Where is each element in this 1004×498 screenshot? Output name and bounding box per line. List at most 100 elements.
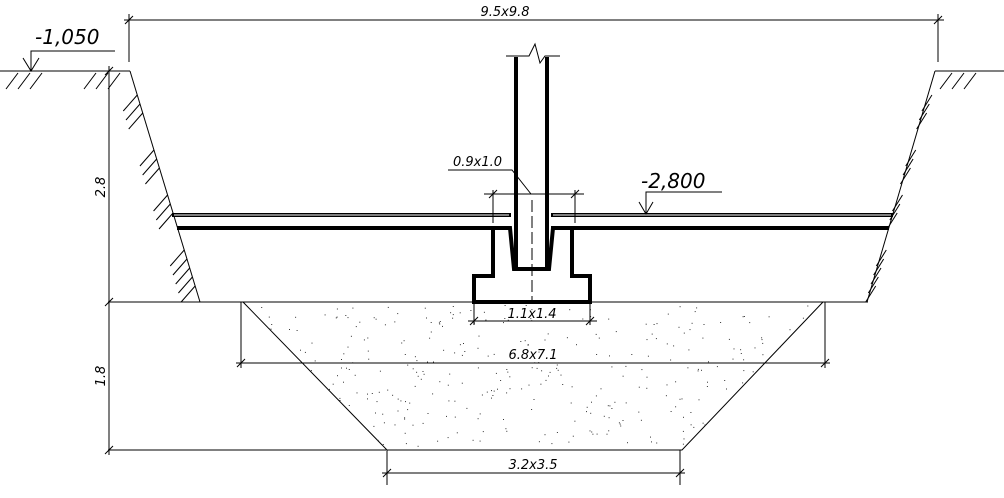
hatch-mark	[900, 167, 911, 185]
sand-dot	[572, 435, 574, 437]
sand-dot	[590, 412, 592, 414]
sand-dot	[596, 354, 598, 355]
sand-dot	[525, 305, 527, 306]
sand-dot	[401, 342, 403, 344]
sand-dot	[545, 379, 547, 381]
hatch-mark	[145, 167, 160, 185]
sand-dot	[538, 441, 540, 443]
cushion-bottom-dimension: 3.2x3.5	[382, 450, 685, 485]
sand-dot	[704, 424, 706, 426]
sand-dot	[404, 432, 406, 434]
sand-dot	[397, 313, 399, 315]
sand-dot	[483, 311, 485, 313]
sand-dot	[454, 400, 456, 402]
sand-dot	[611, 366, 613, 368]
sand-dot	[461, 382, 463, 384]
sand-dot	[405, 443, 407, 445]
sand-dot	[562, 384, 564, 385]
sand-dot	[591, 431, 593, 433]
sand-dot	[807, 305, 809, 307]
sand-dot	[295, 316, 297, 318]
sand-dot	[449, 373, 451, 375]
sand-dot	[533, 399, 535, 400]
sand-dot	[433, 361, 434, 363]
sand-dot	[289, 329, 290, 330]
sand-dot	[762, 342, 764, 344]
sand-dot	[622, 375, 624, 377]
sand-dot	[638, 386, 640, 388]
sand-dot	[728, 338, 730, 340]
hatch-mark	[873, 258, 885, 276]
sand-dot	[682, 443, 684, 445]
sand-dot	[417, 445, 419, 447]
sand-dot	[618, 422, 620, 424]
sand-dot	[382, 444, 384, 445]
sand-dot	[590, 316, 592, 318]
sand-dot	[509, 376, 511, 378]
sand-dot	[379, 370, 381, 372]
sand-dot	[430, 322, 432, 323]
sand-dot	[430, 331, 432, 333]
hatch-mark	[892, 194, 903, 212]
sand-dot	[427, 361, 428, 363]
sand-dot	[607, 405, 609, 407]
sand-dot	[394, 424, 396, 426]
sand-dot	[363, 339, 365, 341]
sand-dot	[641, 369, 643, 371]
sand-dot	[603, 415, 605, 417]
hatch-mark	[889, 203, 901, 221]
sand-dot	[507, 319, 509, 321]
sand-dot	[544, 339, 546, 341]
hatch-mark	[125, 103, 141, 121]
sand-dot	[681, 398, 683, 400]
sand-dot	[568, 441, 570, 443]
sand-dot	[528, 384, 530, 386]
sand-dot	[520, 341, 522, 342]
sand-dot	[348, 369, 350, 370]
ground-elevation-label: -1,050	[35, 25, 99, 49]
sand-dot	[507, 371, 509, 373]
sand-dot	[377, 439, 379, 441]
hatch-mark	[918, 103, 930, 121]
sand-dot	[367, 337, 369, 339]
hatch-mark	[902, 158, 914, 176]
sand-dot	[438, 322, 440, 324]
sand-dot	[491, 397, 492, 399]
sand-dot	[675, 381, 677, 383]
sand-dot	[346, 367, 347, 369]
sand-dot	[802, 317, 804, 319]
sand-dot	[576, 344, 577, 346]
overall-dim-label: 9.5x9.8	[480, 5, 529, 20]
sand-dot	[557, 369, 559, 371]
sand-dot	[690, 412, 692, 413]
sand-dot	[404, 418, 406, 420]
sand-dot	[726, 388, 727, 390]
floor-slab	[172, 213, 893, 230]
sand-dot	[329, 388, 330, 390]
sand-dot	[688, 349, 690, 351]
sand-dot	[343, 353, 345, 355]
sand-dot	[479, 440, 481, 442]
sand-dot	[708, 361, 709, 363]
sand-dot	[622, 420, 624, 421]
sand-dot	[600, 388, 602, 390]
sand-dot	[310, 370, 312, 372]
sand-dot	[296, 330, 298, 331]
sand-dot	[345, 315, 347, 316]
sand-dot	[683, 438, 685, 440]
sand-dot	[432, 393, 434, 395]
sand-dot	[368, 358, 370, 360]
sand-dot	[754, 347, 756, 349]
sand-dot	[324, 314, 326, 316]
sand-dot	[761, 339, 763, 341]
sand-dot	[650, 436, 651, 438]
sand-dot	[420, 378, 422, 380]
sand-dot	[694, 311, 696, 313]
sand-dot	[339, 397, 341, 399]
sand-dot	[651, 441, 652, 443]
sand-dot	[582, 318, 584, 320]
hatch-mark	[916, 112, 928, 130]
sand-dot	[407, 364, 409, 366]
sand-dot	[452, 306, 454, 307]
sand-dot	[337, 375, 338, 377]
